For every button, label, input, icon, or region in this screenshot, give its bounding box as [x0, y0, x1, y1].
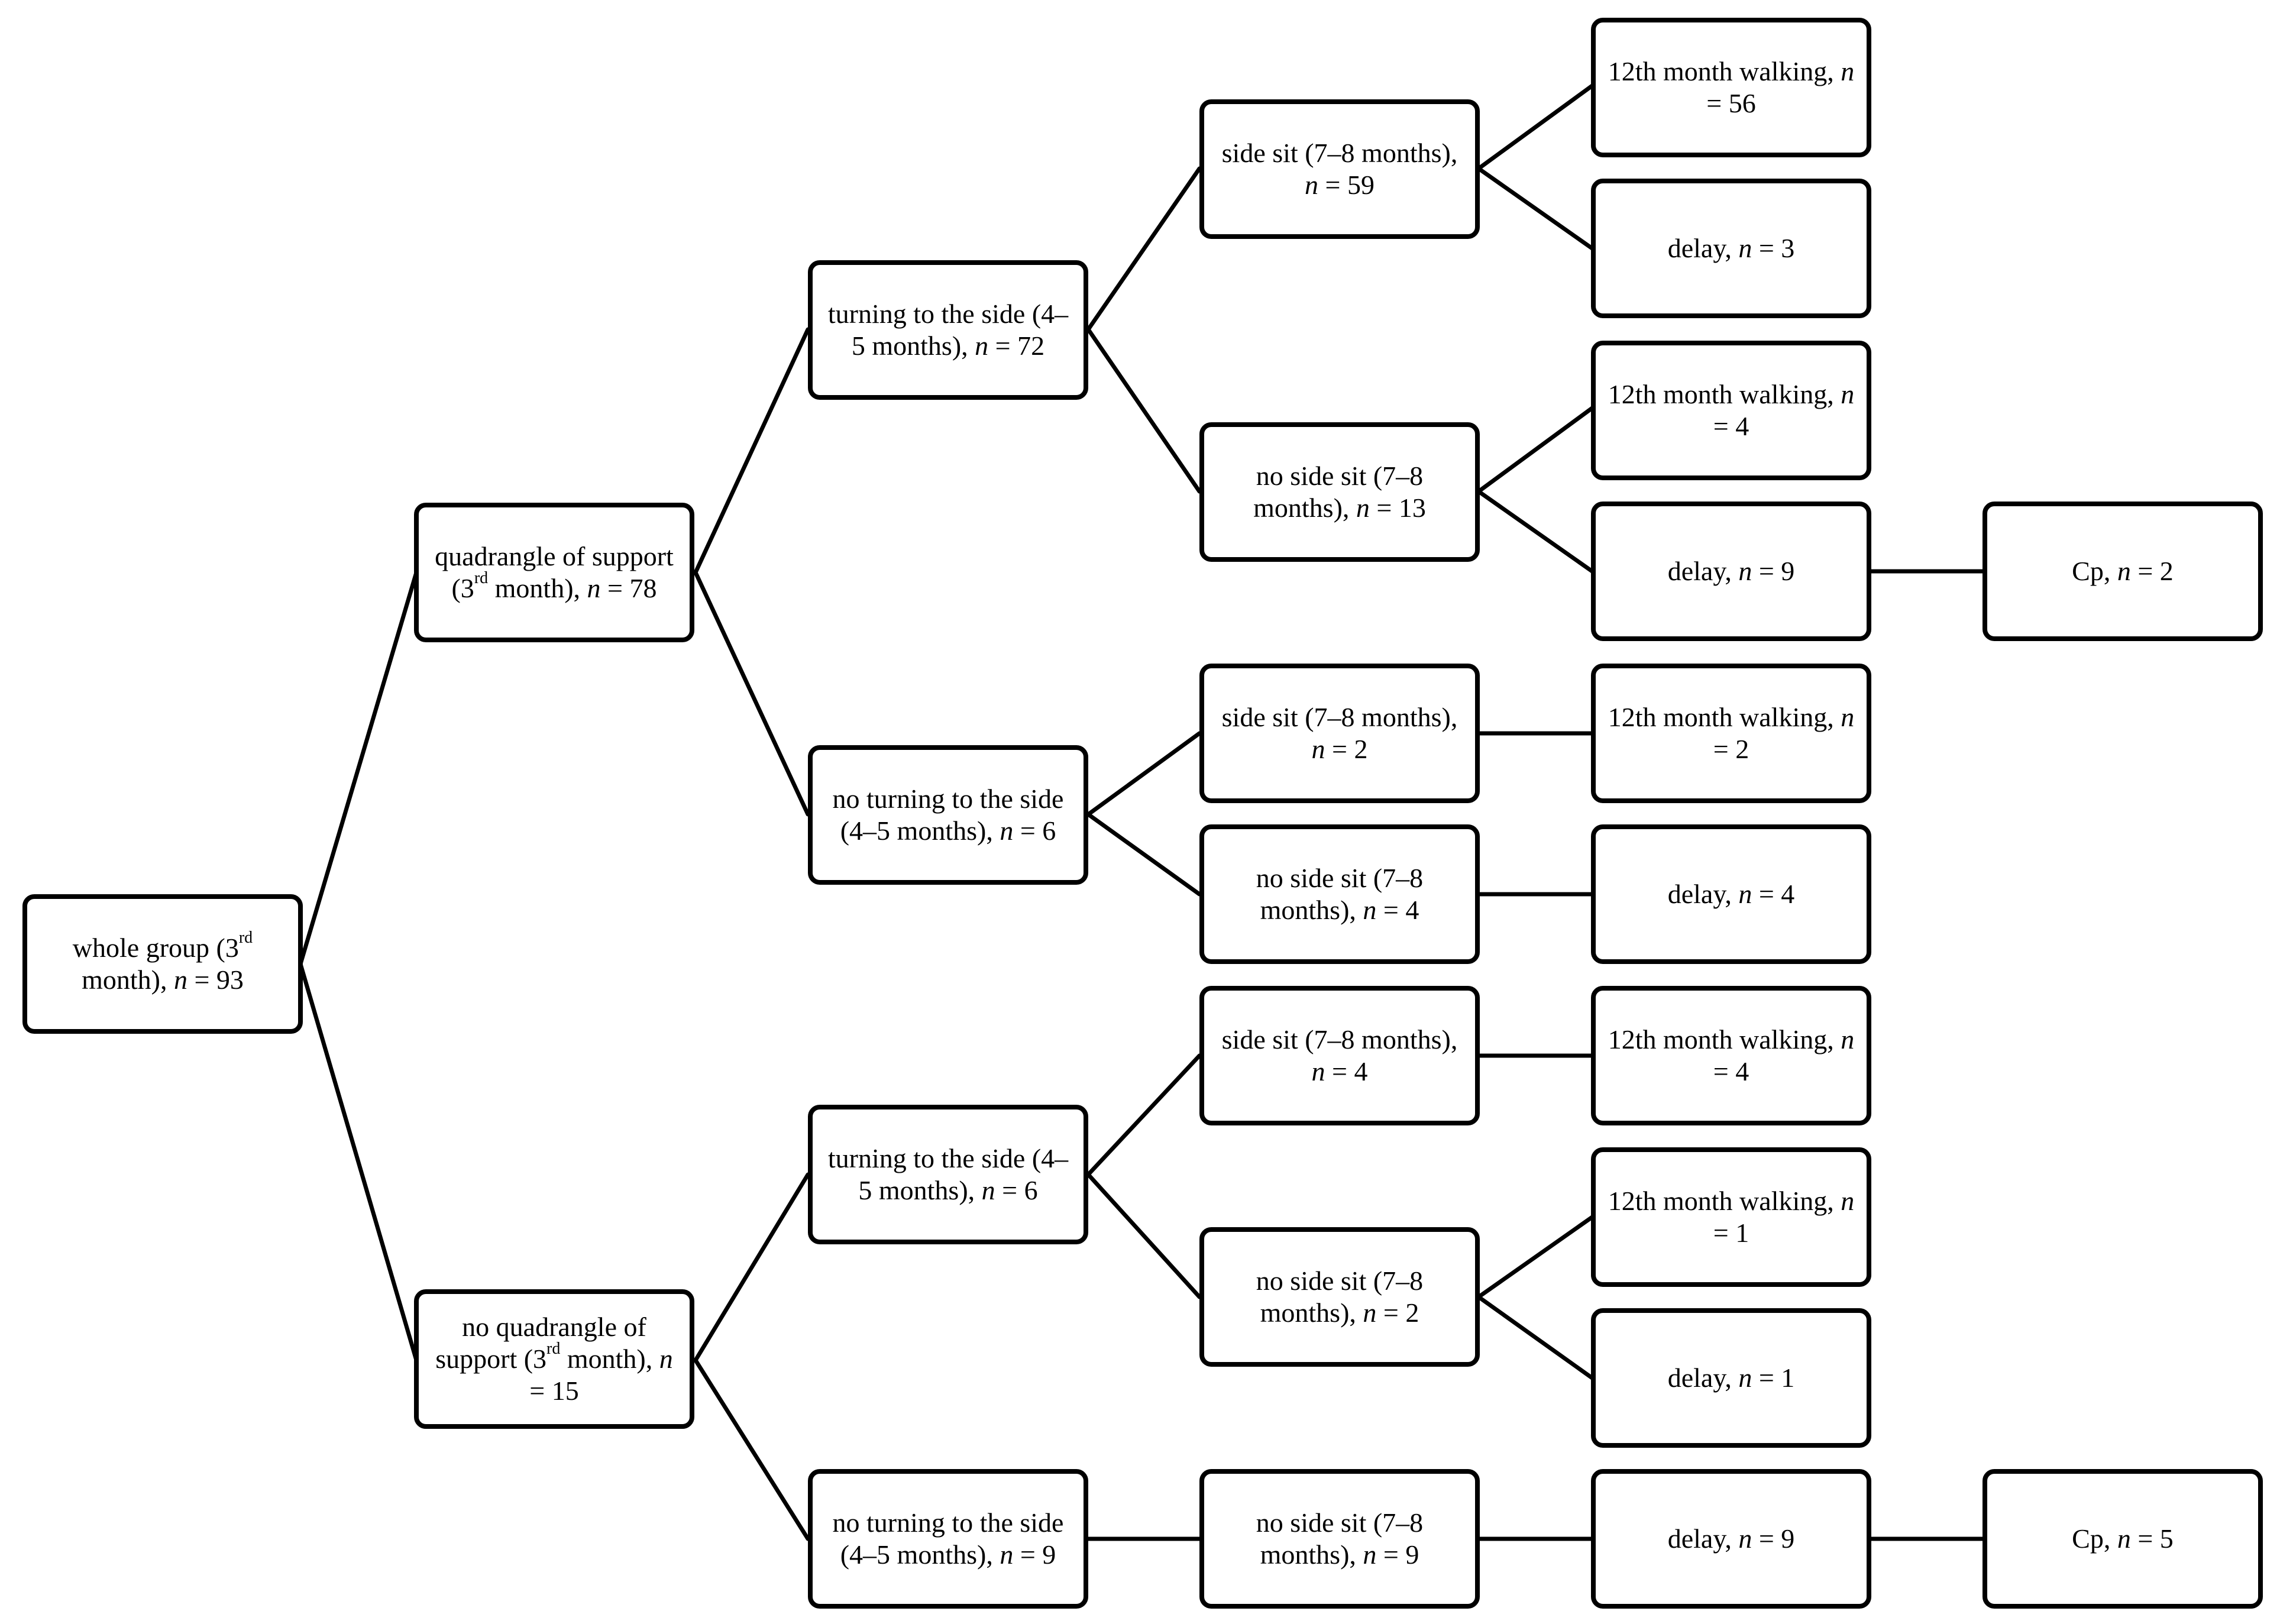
- node-delay-1-label: delay, n = 3: [1667, 233, 1795, 263]
- connector-quad-noturn: [693, 570, 810, 817]
- node-delay-3: delay, n = 4: [1591, 824, 1871, 964]
- connector-noturn-a-nosit: [1086, 812, 1202, 897]
- node-cp-2: Cp, n = 5: [1983, 1469, 2263, 1609]
- node-delay-5-label: delay, n = 9: [1667, 1523, 1795, 1554]
- node-cp-1: Cp, n = 2: [1983, 502, 2263, 641]
- node-turning-to-side-a: turning to the side (4–5 months), n = 72: [808, 260, 1088, 400]
- node-delay-2-label: delay, n = 9: [1667, 556, 1795, 586]
- node-walking-3: 12th month walking, n = 2: [1591, 664, 1871, 803]
- connector-turn-a-sit: [1086, 166, 1202, 332]
- connector-turn-a-nosit: [1086, 327, 1202, 494]
- connector-noquad-noturn: [693, 1358, 810, 1541]
- connector-noturn-a-sit: [1086, 731, 1202, 817]
- node-no-turning-to-side-b: no turning to the side (4–5 months), n =…: [808, 1469, 1088, 1609]
- node-quadrangle-of-support: quadrangle of support(3rd month), n = 78: [414, 503, 694, 642]
- connector-sit1-delay: [1476, 166, 1595, 251]
- node-delay-3-label: delay, n = 4: [1667, 879, 1795, 909]
- node-walking-4: 12th month walking, n = 4: [1591, 986, 1871, 1125]
- node-side-sit-1: side sit (7–8 months), n = 59: [1199, 99, 1480, 239]
- connector-nosit1-walk: [1476, 406, 1595, 494]
- node-no-side-sit-2: no side sit (7–8 months), n = 4: [1199, 824, 1480, 964]
- node-side-sit-1-label: side sit (7–8 months), n = 59: [1221, 138, 1458, 200]
- node-walking-4-label: 12th month walking, n = 4: [1608, 1024, 1855, 1086]
- node-cp-1-label: Cp, n = 2: [2072, 556, 2174, 586]
- connector-turn-b-sit: [1086, 1053, 1202, 1177]
- connector-root-quad: [298, 570, 419, 966]
- node-delay-1: delay, n = 3: [1591, 179, 1871, 318]
- node-no-side-sit-3-label: no side sit (7–8 months), n = 2: [1256, 1266, 1424, 1328]
- node-delay-4-label: delay, n = 1: [1667, 1363, 1795, 1393]
- node-delay-2: delay, n = 9: [1591, 502, 1871, 641]
- node-walking-1-label: 12th month walking, n = 56: [1608, 56, 1855, 118]
- node-no-side-sit-1: no side sit (7–8 months), n = 13: [1199, 422, 1480, 562]
- node-delay-5: delay, n = 9: [1591, 1469, 1871, 1609]
- connector-nosit1-delay: [1476, 489, 1595, 574]
- node-no-turning-to-side-b-label: no turning to the side (4–5 months), n =…: [832, 1507, 1064, 1570]
- node-walking-3-label: 12th month walking, n = 2: [1608, 702, 1855, 764]
- node-cp-2-label: Cp, n = 5: [2072, 1523, 2174, 1554]
- connector-nosit3-walk: [1476, 1215, 1595, 1299]
- connector-turn-b-nosit: [1086, 1172, 1202, 1299]
- node-side-sit-2: side sit (7–8 months), n = 2: [1199, 664, 1480, 803]
- connector-noquad-turn: [693, 1172, 810, 1363]
- node-side-sit-3: side sit (7–8 months), n = 4: [1199, 986, 1480, 1125]
- node-no-side-sit-3: no side sit (7–8 months), n = 2: [1199, 1227, 1480, 1367]
- node-walking-5: 12th month walking, n = 1: [1591, 1147, 1871, 1287]
- connector-sit1-walk: [1476, 83, 1595, 171]
- node-walking-2: 12th month walking, n = 4: [1591, 341, 1871, 480]
- node-turning-to-side-b: turning to the side (4–5 months), n = 6: [808, 1105, 1088, 1244]
- node-no-side-sit-1-label: no side sit (7–8 months), n = 13: [1253, 461, 1426, 523]
- connector-quad-turn: [693, 327, 810, 575]
- node-side-sit-2-label: side sit (7–8 months), n = 2: [1221, 702, 1458, 764]
- node-no-turning-to-side-a-label: no turning to the side (4–5 months), n =…: [832, 784, 1064, 846]
- node-no-turning-to-side-a: no turning to the side (4–5 months), n =…: [808, 745, 1088, 885]
- node-no-side-sit-4-label: no side sit (7–8 months), n = 9: [1256, 1507, 1424, 1570]
- node-turning-to-side-b-label: turning to the side (4–5 months), n = 6: [827, 1143, 1069, 1205]
- connector-root-noquad: [298, 962, 419, 1363]
- node-quadrangle-of-support-label: quadrangle of support(3rd month), n = 78: [435, 541, 674, 603]
- node-walking-2-label: 12th month walking, n = 4: [1608, 379, 1855, 441]
- node-no-side-sit-2-label: no side sit (7–8 months), n = 4: [1256, 863, 1424, 925]
- node-no-side-sit-4: no side sit (7–8 months), n = 9: [1199, 1469, 1480, 1609]
- node-turning-to-side-a-label: turning to the side (4–5 months), n = 72: [827, 299, 1069, 361]
- node-delay-4: delay, n = 1: [1591, 1308, 1871, 1448]
- connector-nosit3-delay: [1476, 1295, 1595, 1380]
- node-walking-5-label: 12th month walking, n = 1: [1608, 1186, 1855, 1248]
- node-walking-1: 12th month walking, n = 56: [1591, 18, 1871, 157]
- node-side-sit-3-label: side sit (7–8 months), n = 4: [1221, 1024, 1458, 1086]
